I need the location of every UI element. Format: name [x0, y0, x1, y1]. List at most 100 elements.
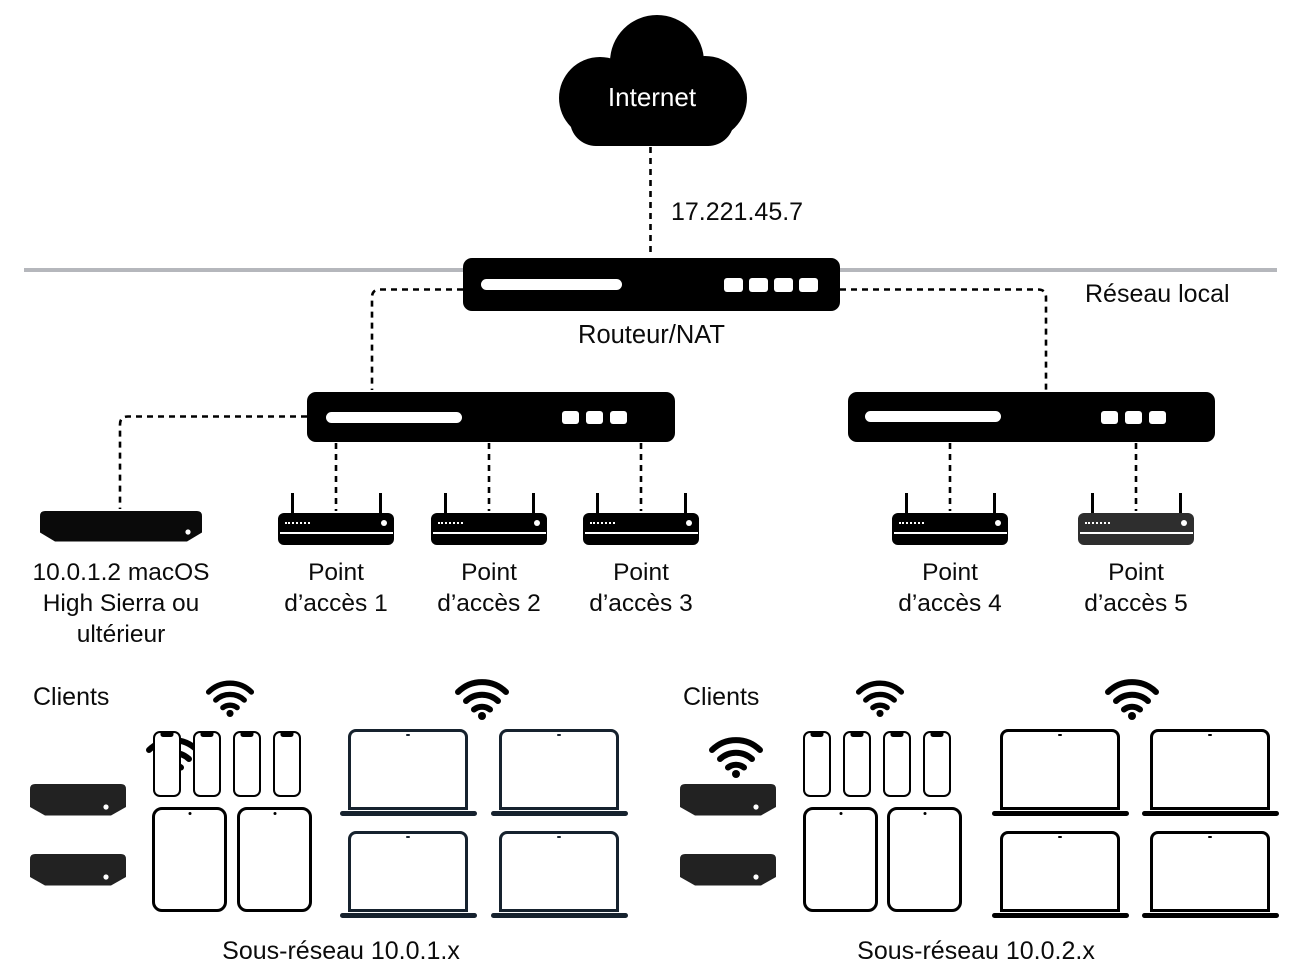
laptop-base — [992, 810, 1129, 816]
ap-label-line1: Point — [461, 559, 517, 586]
switch-slot — [865, 411, 1001, 422]
switch-slot — [326, 412, 462, 423]
access-point-device-1 — [278, 493, 394, 545]
antenna — [596, 493, 599, 516]
wifi-icon — [203, 676, 257, 717]
laptop-base — [992, 912, 1129, 918]
switch-port — [586, 411, 603, 424]
ap-body — [431, 513, 547, 545]
phone-notch — [200, 733, 214, 737]
ap-label-line2: d’accès 2 — [437, 590, 541, 617]
wan-ip-label: 17.221.45.7 — [671, 198, 804, 226]
ap-label-5: Point d’accès 5 — [1056, 557, 1216, 619]
laptop-base — [1142, 810, 1279, 816]
led-dot — [381, 520, 387, 526]
laptop-screen — [348, 831, 468, 912]
switch-device-2 — [848, 392, 1215, 442]
camera-dot — [188, 812, 191, 815]
internet-cloud-icon: Internet — [556, 12, 748, 150]
laptop-base — [1142, 912, 1279, 918]
switch-port — [1101, 411, 1118, 424]
laptop-screen — [499, 831, 619, 912]
wifi-icon — [853, 676, 907, 717]
antenna — [1091, 493, 1094, 516]
laptop-screen — [1150, 729, 1270, 810]
mac-server-label: 10.0.1.2 macOS High Sierra ou ultérieur — [16, 557, 226, 650]
antenna — [905, 493, 908, 516]
mac-mini-device — [30, 854, 126, 888]
iphone-device — [233, 731, 261, 797]
laptop-screen — [499, 729, 619, 810]
status-dots — [1085, 522, 1110, 524]
wifi-icon — [452, 674, 512, 720]
iphone-device — [273, 731, 301, 797]
status-dots — [438, 522, 463, 524]
phone-notch — [240, 733, 254, 737]
ap-label-line1: Point — [308, 559, 364, 586]
router-device — [463, 258, 840, 311]
ipad-device — [887, 807, 962, 912]
router-slot — [481, 279, 622, 290]
mac-mini-shape — [40, 511, 202, 542]
phone-notch — [890, 733, 904, 737]
led-dot — [1181, 520, 1187, 526]
ap-separator — [584, 531, 698, 534]
ap-body — [278, 513, 394, 545]
ap-separator — [432, 531, 546, 534]
access-point-device-2 — [431, 493, 547, 545]
mac-server-label-line1: 10.0.1.2 macOS — [32, 559, 210, 586]
ap-body — [892, 513, 1008, 545]
camera-dot — [923, 812, 926, 815]
macbook-device — [992, 729, 1129, 816]
mac-server-label-line2: High Sierra ou — [42, 590, 200, 617]
antenna — [379, 493, 382, 516]
switch-port — [1149, 411, 1166, 424]
led-dot — [995, 520, 1001, 526]
access-point-device-4 — [892, 493, 1008, 545]
macbook-device — [992, 831, 1129, 918]
router-label: Routeur/NAT — [578, 321, 725, 349]
ipad-device — [152, 807, 227, 912]
subnet-label: Sous-réseau 10.0.2.x — [857, 937, 1095, 965]
router-port — [749, 278, 768, 292]
laptop-base — [491, 912, 628, 918]
iphone-device — [153, 731, 181, 797]
ap-label-2: Point d’accès 2 — [409, 557, 569, 619]
clients-label: Clients — [33, 683, 110, 711]
laptop-base — [340, 912, 477, 918]
camera-dot — [1058, 733, 1062, 736]
iphone-device — [803, 731, 831, 797]
subnet-label: Sous-réseau 10.0.1.x — [222, 937, 460, 965]
mac-server-label-line3: ultérieur — [76, 621, 166, 648]
iphone-device — [193, 731, 221, 797]
phone-notch — [160, 733, 174, 737]
router-port — [774, 278, 793, 292]
antenna — [993, 493, 996, 516]
phone-notch — [850, 733, 864, 737]
status-dots — [285, 522, 310, 524]
access-point-device-5 — [1078, 493, 1194, 545]
phone-notch — [810, 733, 824, 737]
ap-label-3: Point d’accès 3 — [561, 557, 721, 619]
antenna — [684, 493, 687, 516]
led-dot — [686, 520, 692, 526]
ap-label-line2: d’accès 1 — [284, 590, 388, 617]
ap-body — [1078, 513, 1194, 545]
laptop-screen — [348, 729, 468, 810]
connector-router-switch1 — [370, 288, 463, 390]
switch-port — [562, 411, 579, 424]
iphone-device — [843, 731, 871, 797]
cloud-shape — [559, 15, 747, 146]
iphone-device — [883, 731, 911, 797]
ipad-device — [803, 807, 878, 912]
mac-mini-device — [680, 784, 776, 818]
ap-label-line1: Point — [613, 559, 669, 586]
clients-label: Clients — [683, 683, 760, 711]
camera-dot — [406, 835, 410, 838]
laptop-base — [491, 810, 628, 816]
camera-dot — [1208, 733, 1212, 736]
macbook-device — [340, 831, 477, 918]
camera-dot — [273, 812, 276, 815]
camera-dot — [1208, 835, 1212, 838]
